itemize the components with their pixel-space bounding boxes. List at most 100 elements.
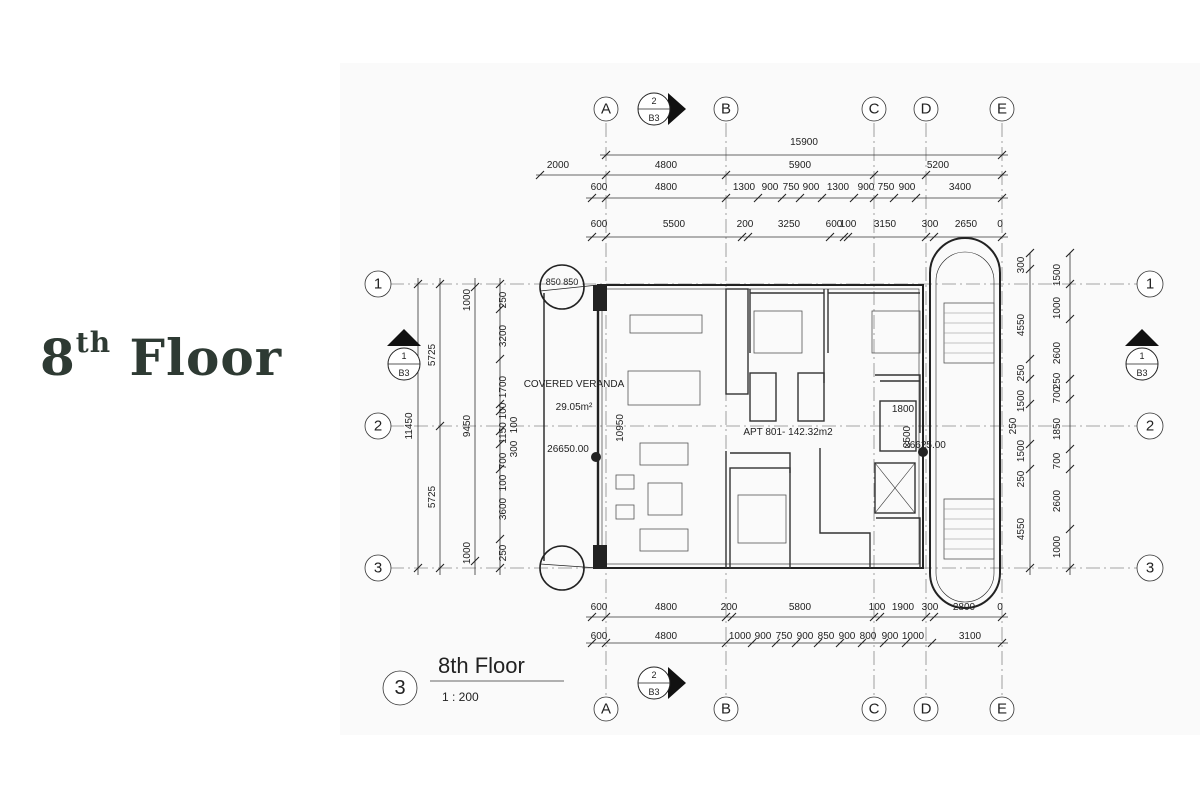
dim-right-inner-2: 250 (1016, 364, 1027, 381)
sofa-bottom (639, 528, 689, 552)
grid-bubble-top-a (593, 96, 619, 122)
dim-left-detail2-2: 1150 (498, 422, 509, 444)
dim-overall-height: 11450 (404, 412, 415, 440)
dim-right-extra-0: 250 (1052, 372, 1063, 389)
dim-left-detail-4: 700 (498, 452, 509, 469)
view-number-bubble (382, 670, 418, 706)
bed-1 (753, 310, 803, 354)
level-marker-left (591, 452, 601, 462)
dim-top-4-6: 3150 (874, 219, 897, 230)
title-number: 8 (40, 328, 76, 387)
section-sheet-top: B3 (648, 113, 659, 123)
dim-bottom-2-6: 850 (818, 631, 835, 642)
dim-top-4-8: 2650 (955, 219, 978, 230)
dim-left-detail2-1: 100 (509, 416, 520, 433)
title-word: Floor (129, 328, 283, 387)
dim-top-2-2: 5900 (789, 160, 812, 171)
dim-bottom-1-8: 0 (997, 602, 1003, 613)
grid-bubble-right-2 (1136, 412, 1164, 440)
dim-right-inner-0: 300 (1016, 256, 1027, 273)
dim-right-inner-7: 4550 (1016, 517, 1027, 540)
dim-right-outer-4: 1850 (1052, 417, 1063, 440)
dim-right-inner-1: 4550 (1016, 313, 1027, 336)
round-column-top (539, 264, 585, 310)
dim-top-3-4: 750 (783, 182, 800, 193)
grid-bubble-right-3 (1136, 554, 1164, 582)
veranda-area: 29.05m² (556, 402, 593, 413)
room-labels: COVERED VERANDA 29.05m² APT 801- 142.32m… (524, 277, 947, 455)
section-number-right: 1 (1139, 351, 1144, 361)
grid-labels: A B C D E A B C D E 1 2 3 1 2 3 (374, 101, 1154, 718)
section-sheet-left: B3 (398, 368, 409, 378)
dining-table (627, 370, 701, 406)
round-column-bottom (539, 545, 585, 591)
grid-label-bottom-c: C (869, 701, 880, 718)
level-right: 26625.00 (904, 440, 946, 451)
right-dimensions: 1500 1000 2600 700 1850 700 2600 1000 30… (1008, 256, 1063, 558)
dim-bottom-2-3: 900 (755, 631, 772, 642)
dim-bottom-1-1: 4800 (655, 602, 678, 613)
section-arrow-top (668, 93, 686, 125)
dim-top-4-1: 5500 (663, 219, 686, 230)
grid-label-bottom-e: E (997, 701, 1007, 718)
dim-left-mid-0: 5725 (427, 343, 438, 366)
dim-right-outer-1: 1000 (1052, 296, 1063, 319)
section-sheet-right: B3 (1136, 368, 1147, 378)
dim-left-detail-1: 3200 (498, 324, 509, 347)
title-ordinal: th (75, 326, 112, 359)
grid-bubble-top-c (861, 96, 887, 122)
grid-bubble-right-1 (1136, 270, 1164, 298)
view-title-block: 3 8th Floor 1 : 200 (394, 653, 524, 704)
sofa-top (639, 442, 689, 466)
veranda-name: COVERED VERANDA (524, 379, 625, 390)
dim-top-3-10: 3400 (949, 182, 972, 193)
left-dimensions: 11450 5725 5725 9450 1000 1000 3200 1700… (404, 288, 626, 564)
dim-bottom-2-5: 900 (797, 631, 814, 642)
grid-label-top-a: A (601, 101, 611, 118)
dim-bottom-1-3: 5800 (789, 602, 812, 613)
dim-bottom-2-1: 4800 (655, 631, 678, 642)
floor-plan: A B C D E A B C D E 1 2 3 1 2 3 2 B3 2 B… (364, 92, 1164, 722)
grid-label-right-3: 3 (1146, 560, 1154, 577)
dim-top-3-2: 1300 (733, 182, 756, 193)
dim-right-outer-7: 1000 (1052, 535, 1063, 558)
dim-1800: 1800 (892, 404, 915, 415)
section-number-top: 2 (651, 96, 656, 106)
bottom-dimensions: 600 4800 200 5800 100 1900 300 2800 0 60… (591, 602, 1004, 642)
dim-bottom-2-0: 600 (591, 631, 608, 642)
dim-overall-width: 15900 (790, 137, 818, 148)
grid-bubble-bottom-d (913, 696, 939, 722)
grid-bubble-left-2 (364, 412, 392, 440)
apartment-label: APT 801- 142.32m2 (743, 427, 833, 438)
dim-bottom-1-4: 100 (869, 602, 886, 613)
grid-label-bottom-a: A (601, 701, 611, 718)
dim-top-3-6: 1300 (827, 182, 850, 193)
building-walls (539, 237, 1001, 609)
grid-bubble-bottom-a (593, 696, 619, 722)
dim-right-inner-6: 250 (1016, 470, 1027, 487)
level-marker-right (918, 447, 928, 457)
grid-label-top-d: D (921, 101, 932, 118)
dim-top-3-5: 900 (803, 182, 820, 193)
dim-bottom-1-5: 1900 (892, 602, 915, 613)
dim-left-detail-5: 3600 (498, 497, 509, 520)
dim-bottom-1-0: 600 (591, 602, 608, 613)
dim-top-3-0: 600 (591, 182, 608, 193)
dim-2500: 2500 (902, 425, 913, 448)
dim-top-3-8: 750 (878, 182, 895, 193)
section-arrow-left (387, 329, 421, 346)
dim-right-outer-0: 1500 (1052, 263, 1063, 286)
dim-right-outer-3: 700 (1052, 386, 1063, 403)
slide-title: 8th Floor (40, 326, 283, 387)
dimension-ticks (413, 150, 1075, 648)
dim-top-4-9: 0 (997, 219, 1003, 230)
dim-right-inner-4: 250 (1008, 417, 1019, 434)
section-number-left: 1 (401, 351, 406, 361)
dim-right-inner-5: 1500 (1016, 439, 1027, 462)
top-dimensions: 15900 2000 4800 5900 5200 600 4800 1300 … (547, 137, 1003, 230)
section-number-bottom: 2 (651, 670, 656, 680)
dim-top-3-1: 4800 (655, 182, 678, 193)
bed-3 (737, 494, 787, 544)
grid-label-top-c: C (869, 101, 880, 118)
dim-top-4-0: 600 (591, 219, 608, 230)
